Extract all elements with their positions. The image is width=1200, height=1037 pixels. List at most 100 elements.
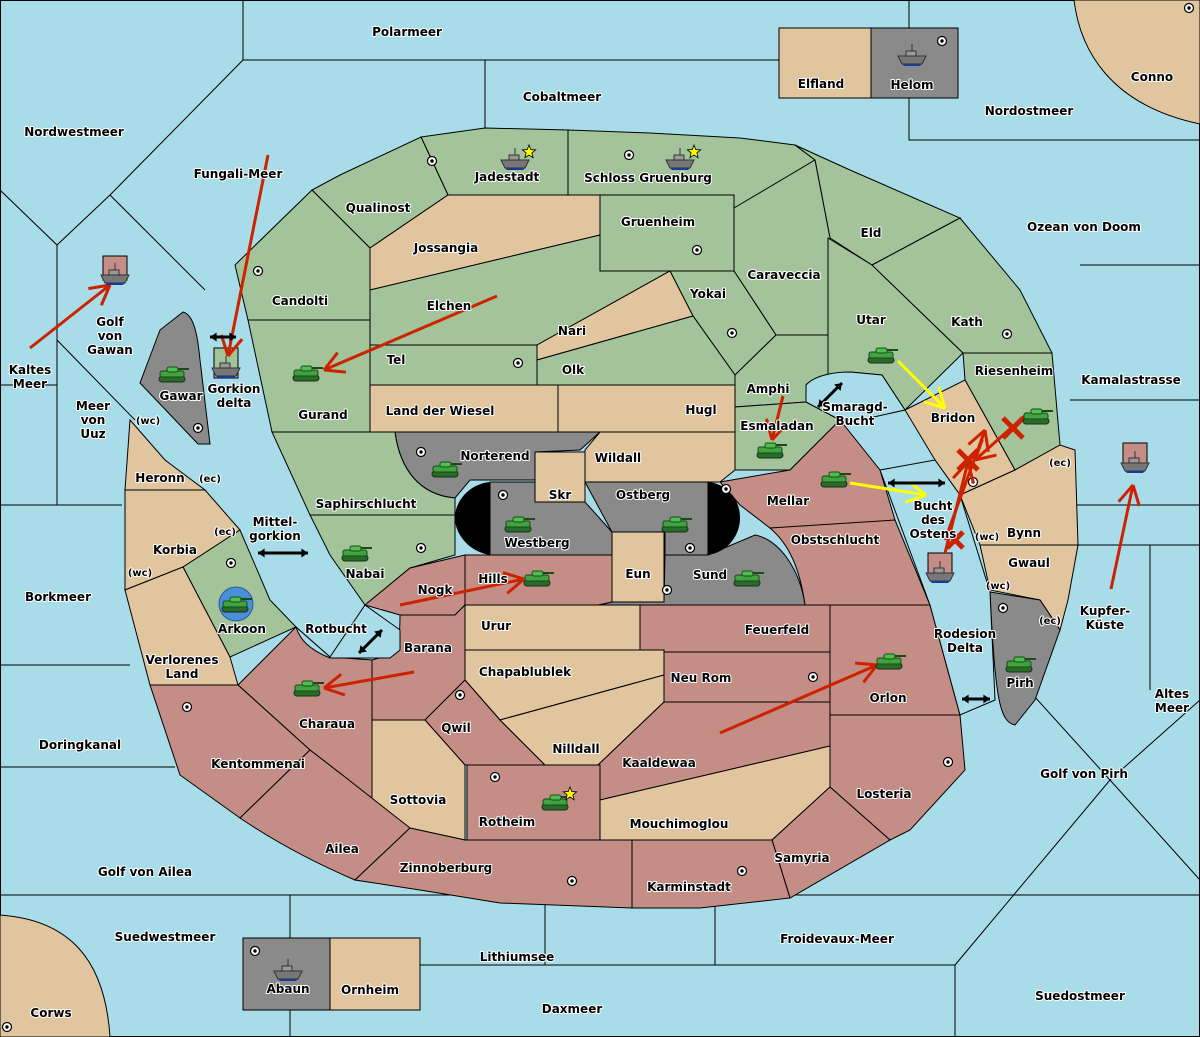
- label-lithiumsee: Lithiumsee: [479, 949, 556, 965]
- region-name: Bridon: [931, 411, 976, 425]
- region-name: Conno: [1131, 70, 1173, 84]
- province-kath[interactable]: [871, 217, 1053, 354]
- label-kamalastrasse: Kamalastrasse: [1080, 372, 1182, 388]
- label-nordwestmeer: Nordwestmeer: [23, 124, 125, 140]
- army-unit[interactable]: [158, 366, 189, 383]
- region-name: Froidevaux-Meer: [780, 932, 894, 946]
- fleet-unit[interactable]: [897, 44, 927, 66]
- label-gurand: Gurand: [297, 407, 349, 423]
- region-name: Olk: [562, 363, 585, 377]
- label-bynn: Bynn: [1006, 525, 1042, 541]
- region-name: Ozean von Doom: [1027, 220, 1141, 234]
- province-neu-rom[interactable]: [663, 651, 831, 703]
- coast-label: (ec): [1049, 458, 1071, 469]
- tank-icon: [523, 570, 554, 587]
- supply-center-icon: [454, 689, 466, 701]
- province-saphirschlucht[interactable]: [271, 431, 456, 516]
- region-name: Sottovia: [390, 793, 447, 807]
- army-unit[interactable]: [504, 516, 535, 533]
- province-corws[interactable]: [0, 914, 111, 1037]
- label-gawar: Gawar: [158, 388, 203, 404]
- region-name: Elchen: [427, 299, 472, 313]
- fleet-unit[interactable]: [500, 143, 537, 170]
- label-caraveccia: Caraveccia: [746, 267, 821, 283]
- region-name: Esmaladan: [740, 419, 813, 433]
- supply-center-icon: [415, 542, 427, 554]
- mountain-cap-east: [708, 482, 740, 555]
- army-unit[interactable]: [541, 785, 578, 811]
- label-sottovia: Sottovia: [389, 792, 448, 808]
- tank-icon: [292, 365, 323, 382]
- label-polarmeer: Polarmeer: [371, 24, 443, 40]
- region-name: Sund: [693, 568, 727, 582]
- region-name: Suedwestmeer: [115, 930, 216, 944]
- region-name: Orlon: [869, 691, 906, 705]
- army-unit[interactable]: [341, 545, 372, 562]
- region-name: Nogk: [418, 583, 454, 597]
- region-name: Suedostmeer: [1035, 989, 1125, 1003]
- fleet-unit[interactable]: [1120, 451, 1150, 473]
- ship-icon: [1120, 451, 1150, 473]
- region-name: Kamalastrasse: [1081, 373, 1181, 387]
- label-daxmeer: Daxmeer: [541, 1001, 604, 1017]
- region-name: Utar: [856, 313, 886, 327]
- supply-center-icon: [249, 945, 261, 957]
- province-verlorenes-land[interactable]: [124, 566, 239, 686]
- label-hugl: Hugl: [684, 402, 717, 418]
- army-unit[interactable]: [523, 570, 554, 587]
- region-name: Nari: [558, 324, 586, 338]
- coast-label: (wc): [128, 568, 152, 579]
- label-nari: Nari: [557, 323, 587, 339]
- province-gruenheim[interactable]: [599, 194, 735, 272]
- label-elfland: Elfland: [797, 76, 845, 92]
- army-unit[interactable]: [733, 570, 764, 587]
- supply-center-icon: [426, 155, 438, 167]
- fleet-unit[interactable]: [100, 263, 130, 285]
- province-karminstadt[interactable]: [631, 839, 791, 909]
- fleet-unit[interactable]: [925, 561, 955, 583]
- province-tel[interactable]: [369, 344, 538, 386]
- label-sund: Sund: [692, 567, 728, 583]
- label-zinnoberburg: Zinnoberburg: [399, 860, 493, 876]
- army-unit[interactable]: [1005, 656, 1036, 673]
- province-skr[interactable]: [534, 451, 586, 503]
- army-unit[interactable]: [875, 653, 906, 670]
- army-unit[interactable]: [756, 442, 787, 459]
- region-name: Losteria: [856, 787, 911, 801]
- region-name: Ailea: [325, 842, 359, 856]
- army-unit[interactable]: [1022, 408, 1053, 425]
- tank-icon: [541, 794, 572, 811]
- region-name: Samyria: [774, 851, 829, 865]
- province-ornheim[interactable]: [329, 937, 421, 1011]
- region-name: Jossangia: [413, 241, 478, 255]
- army-unit[interactable]: [218, 586, 254, 622]
- label-land-der-wiesel: Land der Wiesel: [385, 403, 496, 419]
- army-unit[interactable]: [431, 461, 462, 478]
- fleet-unit[interactable]: [665, 143, 702, 170]
- region-name: Amphi: [746, 382, 789, 396]
- province-conno[interactable]: [1073, 0, 1200, 125]
- army-unit[interactable]: [661, 516, 692, 533]
- canal-passage-icon: [258, 548, 308, 558]
- fleet-unit[interactable]: [211, 356, 241, 378]
- label-esmaladan: Esmaladan: [739, 418, 814, 434]
- army-unit[interactable]: [867, 347, 898, 364]
- coast-label: (wc): [136, 416, 160, 427]
- army-unit[interactable]: [820, 471, 851, 488]
- label-fungali-meer: Fungali-Meer: [193, 166, 284, 182]
- army-unit[interactable]: [293, 680, 324, 697]
- region-name: Qwil: [441, 721, 471, 735]
- label-utar: Utar: [855, 312, 887, 328]
- region-name: Urur: [481, 619, 511, 633]
- coast-label: (ec): [214, 527, 236, 538]
- ship-icon: [500, 148, 530, 170]
- region-name: Korbia: [153, 543, 197, 557]
- fleet-unit[interactable]: [273, 959, 303, 981]
- army-unit[interactable]: [292, 365, 323, 382]
- province-eun[interactable]: [611, 531, 665, 603]
- province-elfland[interactable]: [778, 27, 872, 99]
